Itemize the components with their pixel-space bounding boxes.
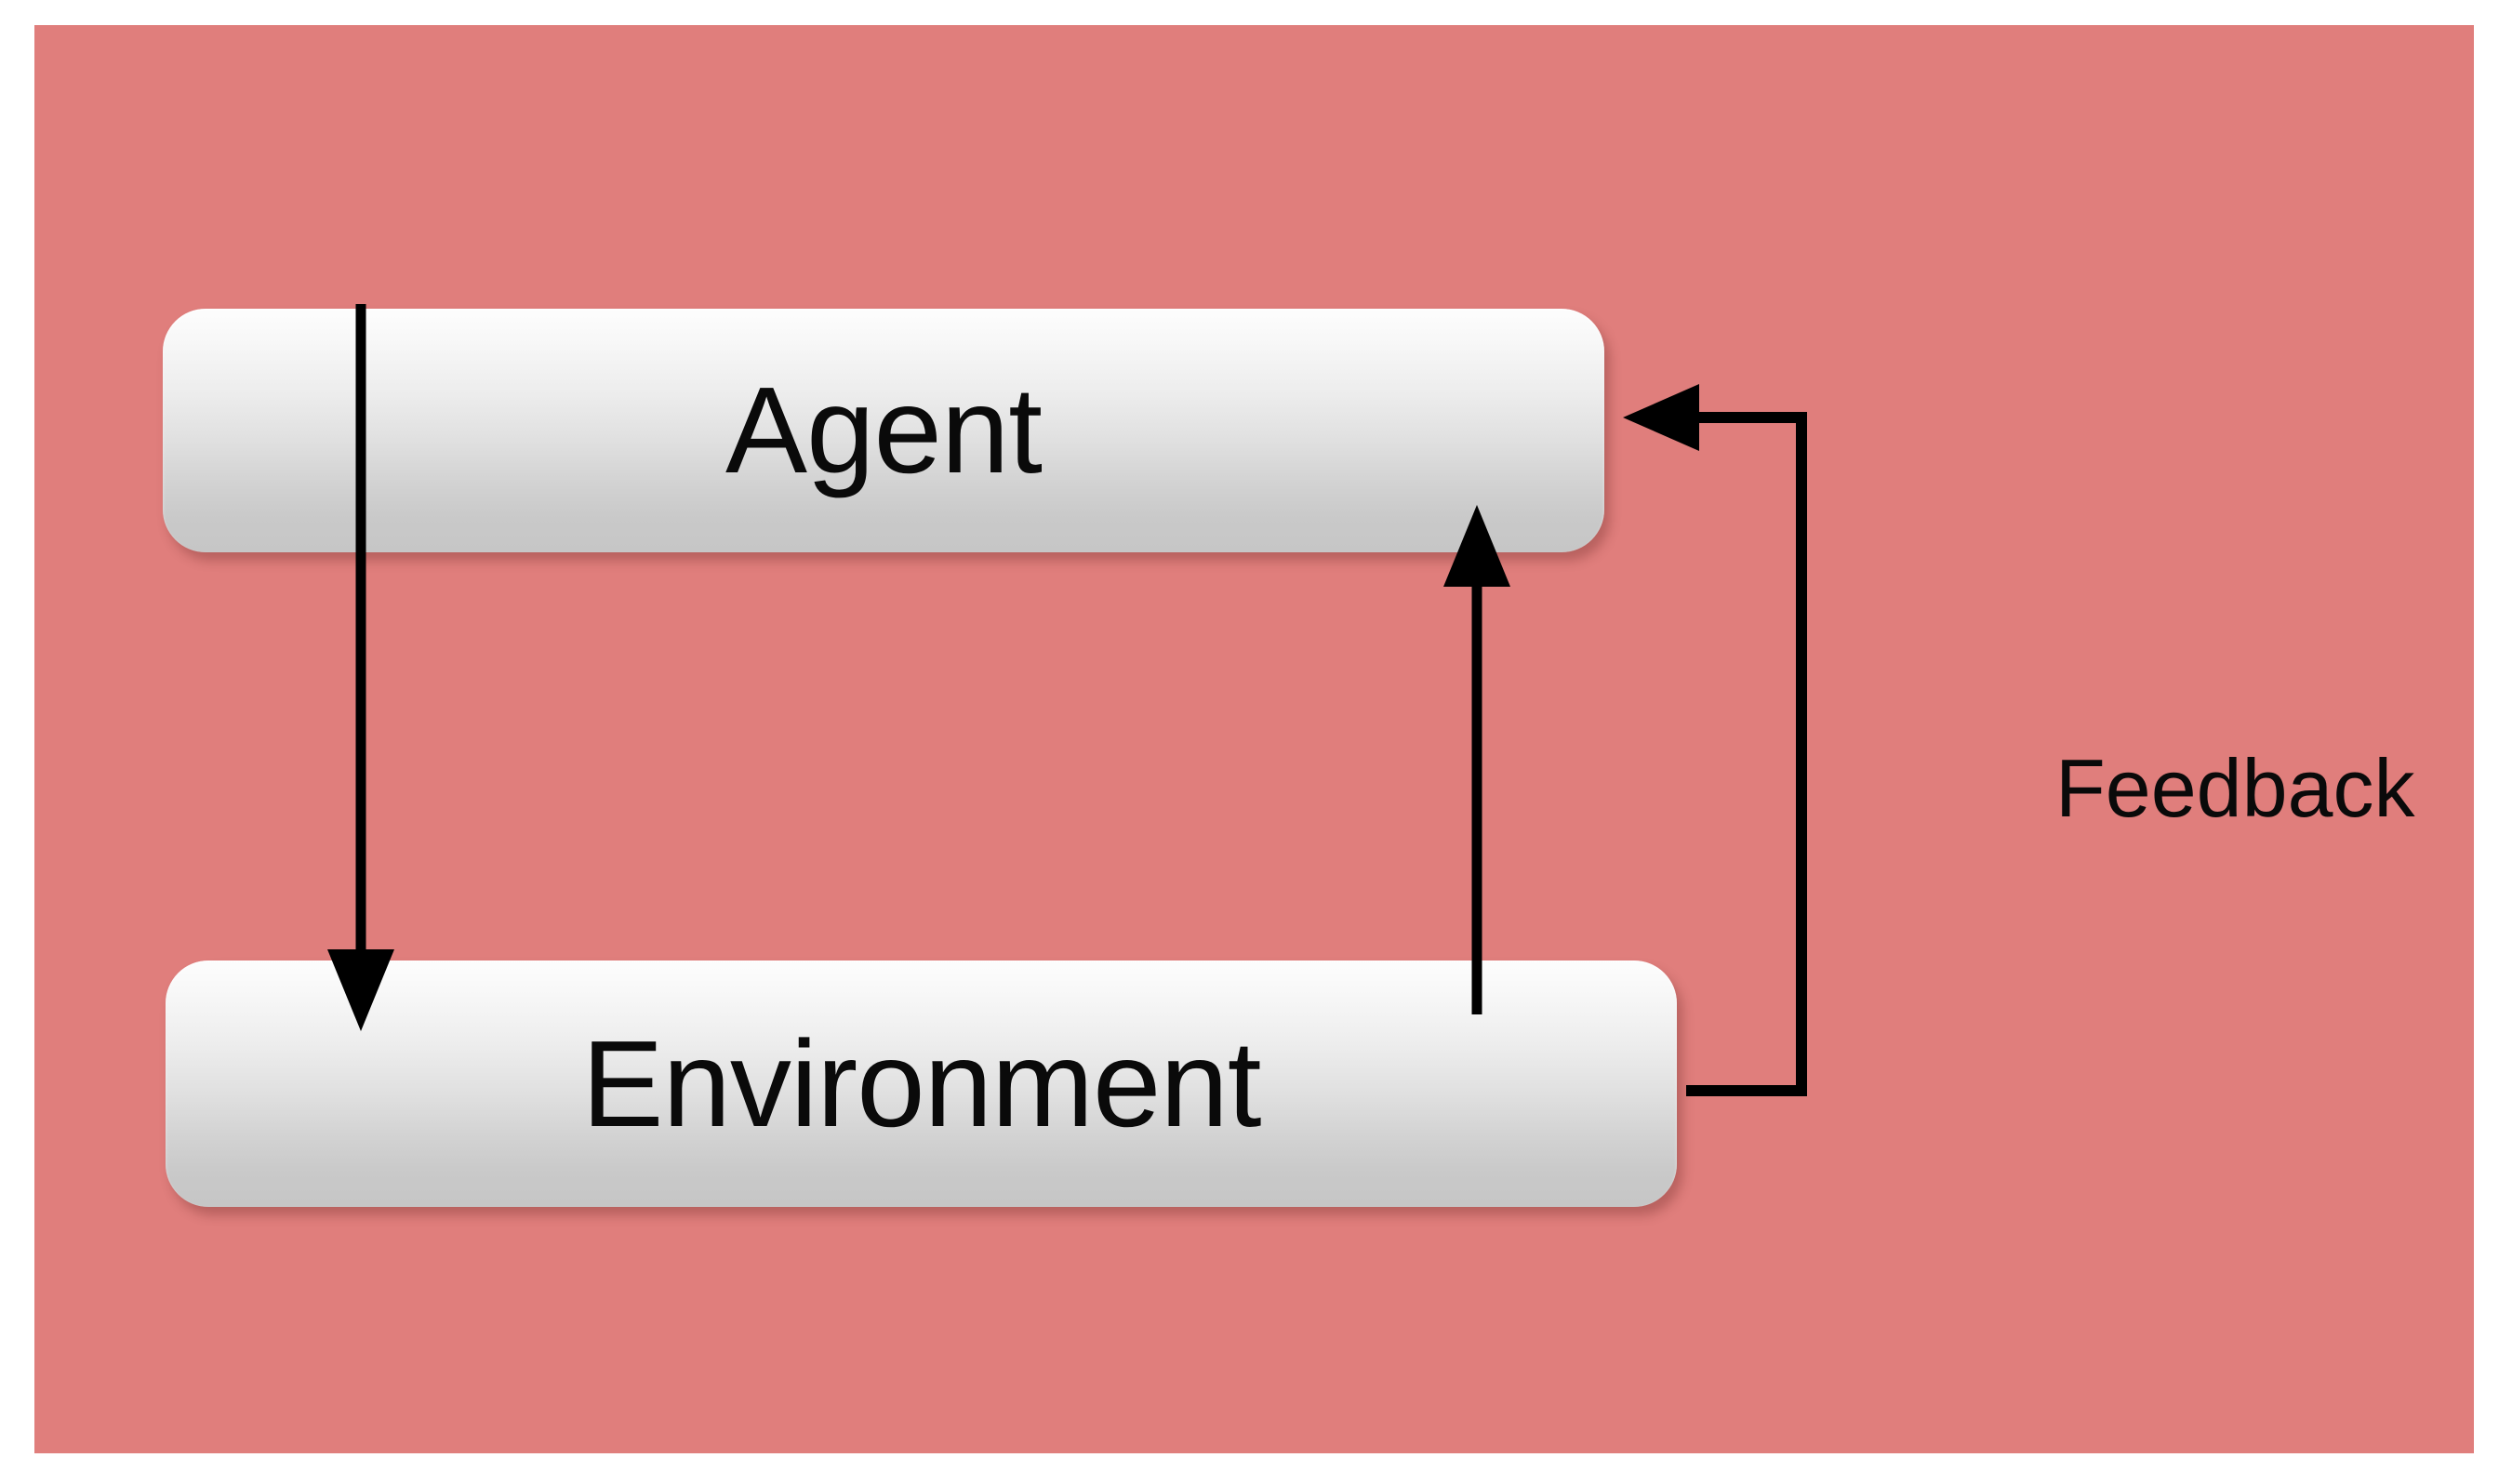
slide-background-panel: Agent Environment Feedback [34,25,2474,1453]
agent-node[interactable]: Agent [163,309,1604,552]
observation-arrow-icon [1443,505,1510,1014]
environment-node[interactable]: Environment [166,961,1677,1207]
environment-node-label: Environment [581,1014,1261,1152]
feedback-edge-label: Feedback [2055,742,2415,834]
arrow-layer [327,304,1807,1096]
agent-node-label: Agent [725,362,1043,498]
